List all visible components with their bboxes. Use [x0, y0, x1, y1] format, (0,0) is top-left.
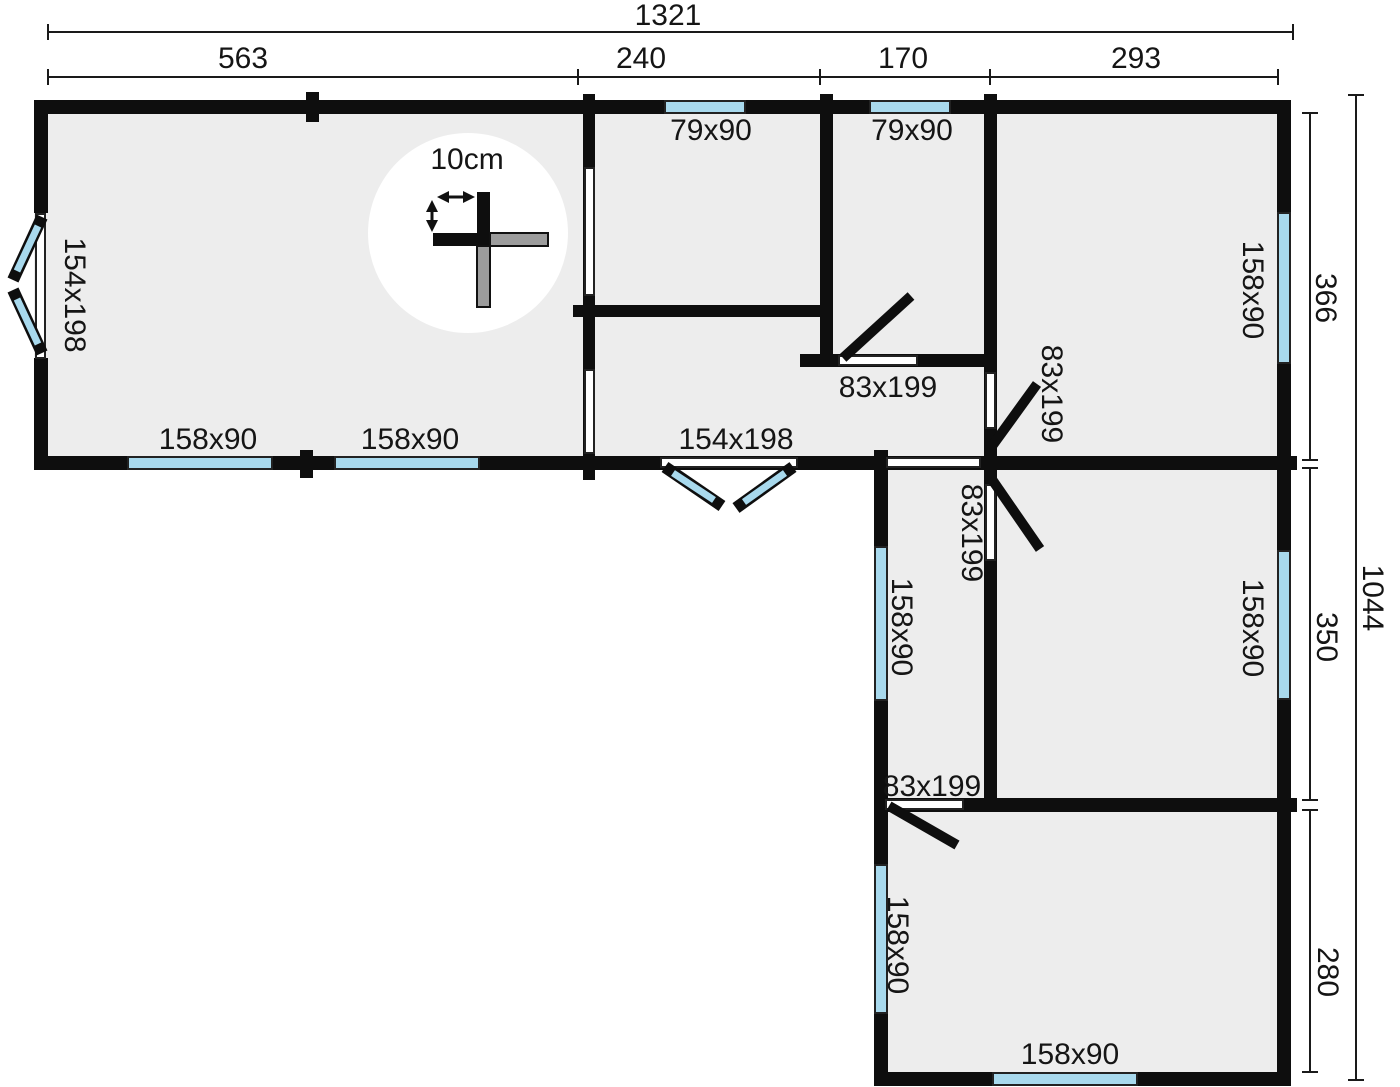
dimension-lines — [47, 24, 1364, 1081]
window-158x90-leg-left-b — [874, 864, 888, 1014]
window-158x90-bottom — [992, 1072, 1138, 1086]
exterior-wall-top — [34, 100, 1291, 114]
exterior-wall-left-upper — [34, 100, 48, 213]
dim-total-height: 1044 — [1356, 564, 1389, 632]
dim-total-width: 1321 — [634, 0, 702, 32]
detail-wall-arm-bottom — [476, 245, 491, 308]
opening-junction-upper-door — [985, 372, 996, 429]
wall-joint-tick-top — [306, 92, 319, 122]
window-label-79x90-top-left: 79x90 — [670, 114, 752, 147]
window-79x90-top-right — [869, 100, 951, 114]
window-label-158x90-leg-left-a: 158x90 — [885, 577, 918, 677]
opening-hall-left-upper — [584, 167, 595, 296]
detail-wall-arm-top — [477, 192, 490, 246]
dim-seg-563: 563 — [217, 42, 269, 75]
left-bay-leaf-bottom-glass — [13, 297, 42, 346]
detail-wall-arm-right — [489, 232, 549, 247]
window-79x90-top-left — [664, 100, 746, 114]
dim-seg-293: 293 — [1110, 42, 1162, 75]
dim-seg-280: 280 — [1311, 946, 1344, 998]
door-label-leg: 83x199 — [882, 770, 982, 803]
opening-corridor-top — [886, 457, 981, 468]
opening-hall-bay — [660, 457, 798, 468]
detail-wall-arm-left — [433, 233, 490, 246]
opening-hall-left-lower — [584, 369, 595, 454]
window-label-158x90-leg-left-b: 158x90 — [881, 895, 914, 995]
window-label-158x90-bottom-bar-b: 158x90 — [360, 423, 460, 456]
window-158x90-bottom-bar-a — [127, 456, 273, 470]
door-label-left-bay: 154x198 — [58, 237, 91, 353]
window-158x90-leg-left-a — [874, 546, 888, 701]
opening-left-bay — [35, 213, 46, 359]
interior-wall-center-vertical — [984, 94, 997, 812]
detail-scale-label: 10cm — [430, 143, 504, 176]
hall-bay-leaf-right-glass — [741, 470, 788, 505]
window-label-158x90-bottom-bar-a: 158x90 — [158, 423, 258, 456]
interior-wall-bath-left — [820, 94, 833, 367]
door-leaf-bath — [839, 292, 915, 362]
detail-arrowheads — [426, 191, 475, 232]
window-158x90-right-mid — [1277, 550, 1291, 700]
exterior-wall-left-lower — [34, 358, 48, 470]
hall-bay-leaf-left-glass — [671, 470, 716, 503]
door-leaf-junction-upper — [985, 381, 1042, 452]
dim-seg-170: 170 — [877, 42, 929, 75]
door-label-junction-lower: 83x199 — [955, 483, 988, 583]
window-label-158x90-bottom: 158x90 — [1020, 1038, 1120, 1071]
dim-seg-240: 240 — [615, 42, 667, 75]
wall-joint-tick-bottom — [300, 450, 313, 478]
door-label-bath: 83x199 — [838, 371, 938, 404]
window-158x90-right-top — [1277, 212, 1291, 364]
floor-leg — [874, 460, 1291, 1086]
window-label-158x90-right-mid: 158x90 — [1236, 578, 1269, 678]
dim-seg-350: 350 — [1310, 611, 1343, 663]
dim-seg-366: 366 — [1309, 272, 1342, 324]
window-label-158x90-right-top: 158x90 — [1236, 240, 1269, 340]
interior-wall-hall-top — [573, 305, 833, 317]
opening-leg-door — [885, 799, 964, 810]
floor-top-bar — [34, 100, 1291, 470]
window-158x90-bottom-bar-b — [334, 456, 480, 470]
door-label-junction-upper: 83x199 — [1035, 344, 1068, 444]
left-bay-leaf-top-glass — [13, 224, 42, 273]
door-leaf-junction-lower — [986, 475, 1045, 552]
opening-bath-door — [838, 355, 918, 366]
door-label-hall-bay: 154x198 — [678, 423, 794, 456]
door-leaf-leg — [886, 801, 960, 850]
window-label-79x90-top-right: 79x90 — [871, 114, 953, 147]
interior-wall-leg-horizontal — [874, 798, 1297, 812]
